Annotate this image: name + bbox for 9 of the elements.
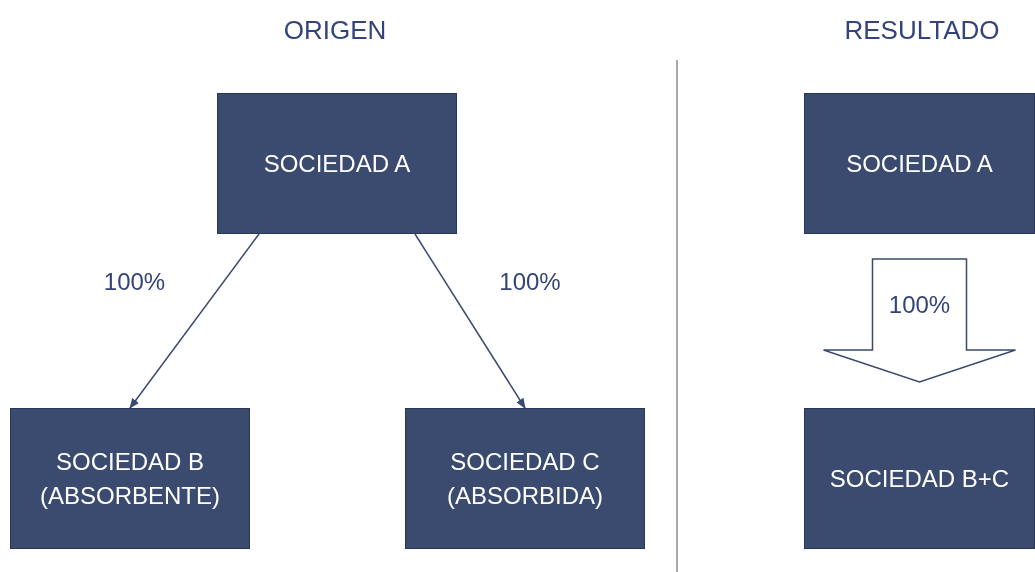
arrow	[129, 233, 260, 409]
column-heading: ORIGEN	[283, 14, 387, 46]
company-box: SOCIEDAD B+C	[804, 408, 1035, 549]
arrow	[414, 233, 526, 409]
company-box: SOCIEDAD C (ABSORBIDA)	[405, 408, 645, 549]
company-box: SOCIEDAD B (ABSORBENTE)	[10, 408, 250, 549]
column-heading: RESULTADO	[844, 14, 1000, 46]
company-box: SOCIEDAD A	[217, 93, 457, 234]
company-box: SOCIEDAD A	[804, 93, 1035, 234]
